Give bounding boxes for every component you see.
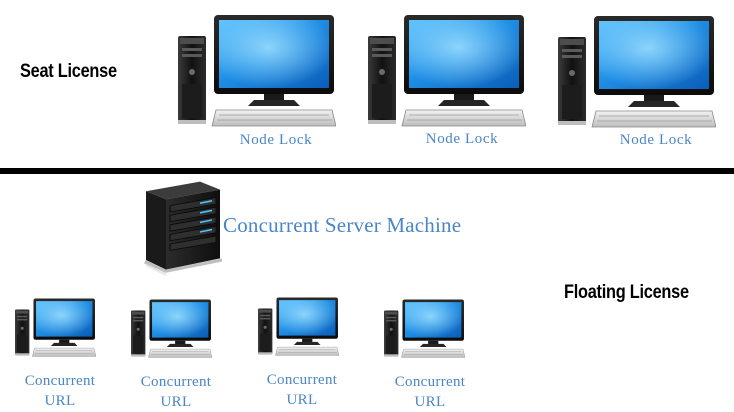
node-lock-label-2: Node Lock — [425, 131, 499, 147]
seat-node-2 — [366, 14, 526, 129]
seat-node-3 — [556, 15, 716, 130]
client-computer-3 — [257, 297, 339, 357]
seat-license-title: Seat License — [20, 61, 117, 82]
seat-node-1 — [176, 14, 336, 129]
client-label-line1: Concurrent — [140, 374, 212, 390]
client-computer-2 — [130, 299, 212, 359]
section-divider — [0, 168, 734, 174]
desktop-computer-icon — [130, 299, 212, 359]
desktop-computer-icon — [383, 299, 465, 359]
concurrent-server — [142, 180, 222, 276]
client-label-line1: Concurrent — [266, 372, 338, 388]
client-label-3: Concurrent URL — [252, 370, 352, 410]
client-label-line2: URL — [414, 394, 446, 410]
desktop-computer-icon — [176, 14, 336, 129]
client-label-2: Concurrent URL — [126, 372, 226, 412]
floating-license-title: Floating License — [564, 282, 689, 303]
concurrent-server-label: Concurrent Server Machine — [223, 213, 462, 237]
client-label-1: Concurrent URL — [10, 371, 110, 411]
client-label-4: Concurrent URL — [380, 372, 480, 412]
desktop-computer-icon — [556, 15, 716, 130]
client-computer-1 — [14, 298, 96, 358]
client-label-line2: URL — [286, 392, 318, 408]
client-label-line2: URL — [160, 394, 192, 410]
desktop-computer-icon — [257, 297, 339, 357]
client-computer-4 — [383, 299, 465, 359]
desktop-computer-icon — [366, 14, 526, 129]
node-lock-label-3: Node Lock — [619, 132, 693, 148]
desktop-computer-icon — [14, 298, 96, 358]
client-label-line1: Concurrent — [24, 373, 96, 389]
client-label-line2: URL — [44, 393, 76, 409]
server-icon — [142, 180, 222, 276]
client-label-line1: Concurrent — [394, 374, 466, 390]
node-lock-label-1: Node Lock — [239, 132, 313, 148]
